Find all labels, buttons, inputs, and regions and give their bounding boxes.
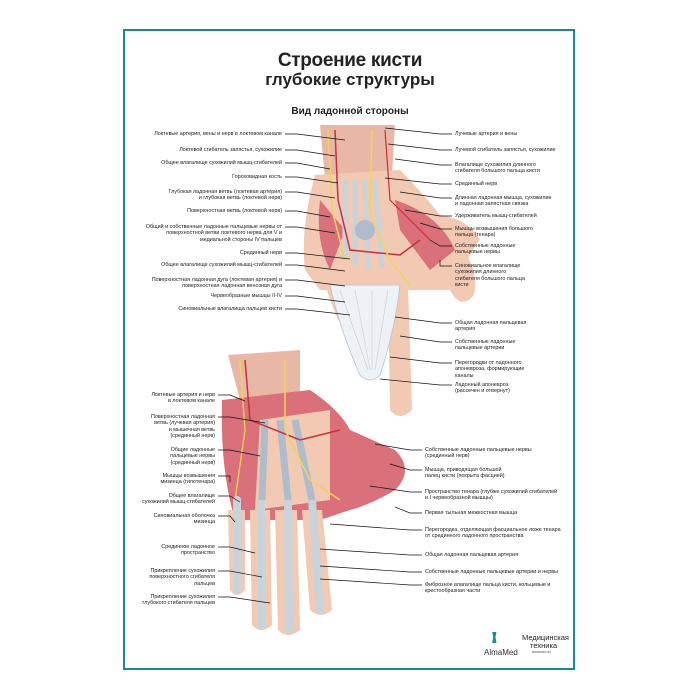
bottom-right-label-6: Общая ладонная пальцевая артерия: [425, 552, 519, 558]
view-label: Вид ладонной стороны: [291, 106, 409, 117]
leader-line: [394, 506, 422, 514]
leader-lines: [218, 127, 452, 604]
top-right-label-3: Влагалище сухожилия длинного сгибателя б…: [455, 162, 540, 175]
poster-frame: [123, 29, 575, 670]
bottom-right-label-3: Пространство тенара (глубже сухожилий сг…: [425, 489, 558, 502]
leader-line: [218, 475, 231, 482]
leader-line: [389, 356, 452, 364]
leader-line: [439, 260, 452, 267]
bottom-hand-illustration: [221, 350, 405, 635]
leader-line: [218, 515, 236, 523]
leader-line: [399, 191, 452, 199]
top-hand-illustration: [303, 125, 480, 416]
leader-line: [389, 463, 422, 471]
top-left-label-4: Гороховидная кость: [232, 174, 282, 180]
logo-tagline-1: Медицинская: [522, 633, 569, 642]
top-left-label-3: Общее влагалище сухожилий мышц-сгибателе…: [161, 160, 282, 166]
top-right-label-8: Собственные ладонные пальцевые нервы: [455, 243, 516, 256]
leader-line: [285, 279, 346, 287]
bottom-left-label-5: Общее влагалище сухожилий мышц-сгибателе…: [142, 493, 215, 506]
top-right-label-11: Собственные ладонные пальцевые артерии: [455, 339, 516, 352]
bottom-left-label-4: Мышцы возвышения мизинца (гипотенара): [160, 473, 215, 486]
bottom-right-label-4: Первая тыльная межкостная мышца: [425, 510, 517, 516]
bottom-right-label-2: Мышца, приводящая большой палец кисти (п…: [425, 467, 505, 480]
logo-url: almamed.su: [532, 650, 552, 654]
leader-line: [387, 143, 452, 151]
leader-line: [285, 264, 346, 272]
leader-line: [319, 578, 422, 586]
top-left-label-2: Локтевой сгибатель запястья, сухожилие: [179, 147, 282, 153]
top-right-label-6: Удерживатель мышц-сгибателей: [455, 213, 537, 219]
leader-line: [384, 127, 452, 135]
leader-line: [285, 176, 339, 184]
top-left-label-12: Синовиальные влагалища пальцев кисти: [178, 306, 282, 312]
poster-subtitle: глубокие структуры: [265, 70, 435, 89]
top-right-label-1: Лучевые артерия и вены: [455, 131, 518, 137]
bottom-left-label-1: Локтевые артерия и нерв в локтевом канал…: [151, 392, 215, 405]
bottom-left-label-8: Прикрепление сухожилия поверхностного сг…: [149, 568, 215, 587]
leader-line: [374, 443, 422, 451]
leader-line: [218, 449, 261, 457]
top-left-label-9: Общее влагалище сухожилий мышц-сгибателе…: [161, 262, 282, 268]
bottom-right-label-1: Собственные ладонные пальцевые нервы (ср…: [425, 447, 532, 460]
top-left-label-7: Общий и собственные ладонные пальцевые н…: [145, 224, 282, 243]
top-left-label-6: Поверхностная ветвь (локтевой нерв): [187, 208, 282, 214]
leader-line: [285, 210, 331, 218]
almamed-logo: /\/\ AlmaMed Медицинская техника almamed…: [484, 630, 574, 664]
leader-line: [285, 133, 346, 141]
bottom-left-label-2: Поверхностная ладонная ветвь (лучевая ар…: [151, 414, 215, 440]
leader-line: [369, 485, 422, 493]
leader-line: [329, 523, 422, 531]
top-right-label-2: Лучевой сгибатель запястья, сухожилие: [455, 147, 556, 153]
logo-tagline-2: техника: [530, 641, 558, 650]
top-right-label-7: Мышцы возвышения большого пальца (тенара…: [455, 226, 533, 239]
top-right-label-10: Общая ладонная пальцевая артерия: [455, 320, 527, 333]
leader-line: [285, 226, 336, 234]
leader-line: [319, 565, 422, 573]
top-right-label-12: Перегородки от ладонного апоневроза, фор…: [455, 360, 525, 379]
leader-line: [218, 570, 263, 578]
top-right-label-5: Длинная ладонная мышца, сухожилие и ладо…: [455, 195, 552, 208]
top-right-label-4: Срединный нерв: [455, 181, 498, 187]
leader-line: [429, 239, 452, 247]
top-left-label-1: Локтевые артерия, вены и нерв в локтевом…: [154, 131, 282, 137]
leader-line: [218, 546, 256, 554]
bottom-right-label-5: Перегородка, отделяющая фасциальное ложе…: [425, 527, 561, 540]
leader-line: [394, 316, 452, 324]
leader-line: [319, 548, 422, 556]
bottom-left-label-9: Прикрепление сухожилия глубокого сгибате…: [142, 594, 215, 607]
leader-line: [285, 252, 351, 260]
top-left-label-11: Червеобразные мышцы II-IV: [210, 293, 282, 299]
logo-mark-icon: /\/\: [492, 630, 495, 647]
leader-line: [218, 394, 246, 402]
leader-line: [379, 378, 452, 386]
leader-line: [285, 149, 336, 157]
bottom-left-label-7: Срединное ладонное пространство: [161, 544, 215, 557]
leader-line: [394, 158, 452, 166]
bottom-left-label-6: Синовиальная оболочка мизинца: [153, 513, 215, 526]
logo-brand: AlmaMed: [484, 648, 518, 657]
bottom-right-label-8: Фиброзное влагалище пальца кисти, кольце…: [425, 582, 551, 595]
top-left-label-10: Поверхностная ладонная дуга (локтевая ар…: [151, 277, 282, 290]
leader-line: [285, 191, 336, 199]
top-left-label-8: Срединный нерв: [239, 250, 282, 256]
leader-line: [285, 162, 331, 170]
bottom-left-label-3: Общие ладонные пальцевые нервы (срединны…: [170, 447, 215, 466]
bottom-right-label-7: Собственные ладонные пальцевые артерии и…: [425, 569, 558, 575]
leader-line: [285, 308, 351, 316]
leader-line: [384, 177, 452, 185]
leader-line: [218, 495, 241, 503]
top-right-label-9: Синовиальное влагалище сухожилия длинног…: [455, 263, 525, 289]
leader-line: [218, 416, 266, 424]
leader-line: [419, 222, 452, 230]
leader-line: [404, 209, 452, 217]
leader-line: [285, 295, 346, 303]
top-right-label-13: Ладонный апоневроз (рассечен и отвернут): [455, 382, 510, 395]
leader-line: [399, 335, 452, 343]
top-left-label-5: Глубокая ладонная ветвь (локтевая артери…: [168, 189, 282, 202]
poster-title: Строение кисти: [277, 50, 423, 71]
leader-line: [218, 596, 271, 604]
